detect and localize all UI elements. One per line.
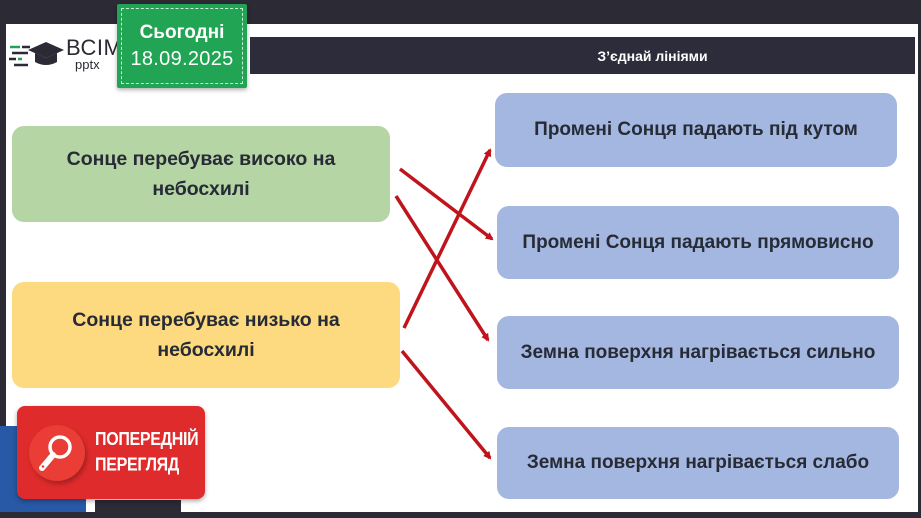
magnifier-icon xyxy=(39,434,72,471)
left-item-low-sun[interactable]: Сонце перебуває низько на небосхилі xyxy=(12,282,400,388)
right-item-text: Промені Сонця падають прямовисно xyxy=(522,231,874,253)
date-label: Сьогодні xyxy=(139,22,225,43)
left-item-text: Сонце перебуває високо на небосхилі xyxy=(66,148,336,200)
preview-line2: ПЕРЕГЛЯД xyxy=(95,454,179,475)
right-item-text: Промені Сонця падають під кутом xyxy=(534,119,858,140)
graduation-cap-icon xyxy=(9,42,64,67)
right-item-weak-heating[interactable]: Земна поверхня нагрівається слабо xyxy=(497,427,899,499)
logo-subtitle: pptx xyxy=(75,57,100,72)
logo-word: ВСІМ xyxy=(66,35,123,60)
right-item-text: Земна поверхня нагрівається слабо xyxy=(526,452,870,473)
right-item-vertical-rays[interactable]: Промені Сонця падають прямовисно xyxy=(497,206,899,279)
left-item-high-sun[interactable]: Сонце перебуває високо на небосхилі xyxy=(12,126,390,222)
right-item-strong-heating[interactable]: Земна поверхня нагрівається сильно xyxy=(497,316,899,389)
slide-title-bar: З’єднай лініями xyxy=(250,37,915,74)
date-badge: Сьогодні 18.09.2025 xyxy=(117,4,247,88)
preview-line1: ПОПЕРЕДНІЙ xyxy=(95,429,199,450)
left-item-text: Сонце перебуває низько на небосхилі xyxy=(72,309,340,361)
magnifier-icon-circle xyxy=(29,424,85,481)
preview-button[interactable]: ПОПЕРЕДНІЙ ПЕРЕГЛЯД xyxy=(17,406,205,499)
slide-title: З’єднай лініями xyxy=(597,47,708,64)
date-value: 18.09.2025 xyxy=(130,48,234,70)
right-item-text: Земна поверхня нагрівається сильно xyxy=(520,341,876,363)
bottom-frame xyxy=(0,512,921,518)
right-item-angle-rays[interactable]: Промені Сонця падають під кутом xyxy=(495,93,897,167)
vsim-logo: ВСІМ pptx xyxy=(8,36,122,76)
